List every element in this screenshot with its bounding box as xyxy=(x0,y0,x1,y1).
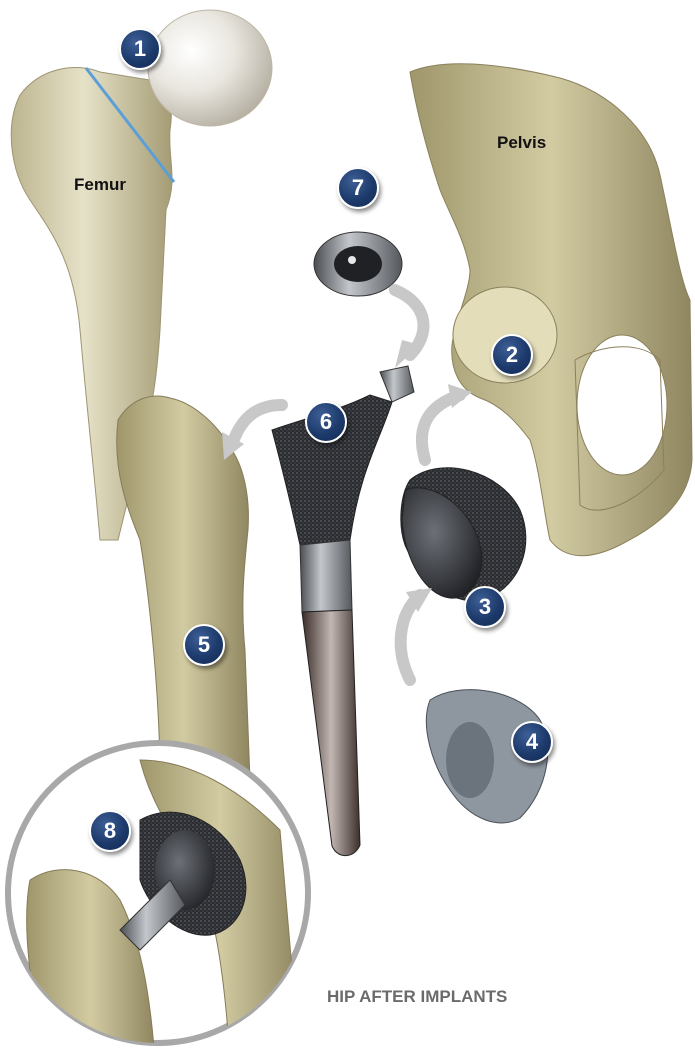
femur-label: Femur xyxy=(74,175,126,194)
obturator-foramen xyxy=(577,335,667,475)
femoral-stem xyxy=(272,366,414,856)
badge-5: 5 xyxy=(183,624,225,666)
caption: HIP AFTER IMPLANTS xyxy=(327,987,507,1006)
badge-6: 6 xyxy=(305,401,347,443)
femoral-head-implant xyxy=(314,232,402,296)
femoral-head xyxy=(148,10,272,126)
badge-4: 4 xyxy=(511,721,553,763)
badge-7: 7 xyxy=(337,167,379,209)
inset-after-implants xyxy=(8,743,308,1061)
badge-2: 2 xyxy=(491,334,533,376)
badge-8: 8 xyxy=(89,810,131,852)
acetabular-shell xyxy=(401,468,526,601)
badge-3: 3 xyxy=(464,586,506,628)
badge-1: 1 xyxy=(119,28,161,70)
pelvis-label: Pelvis xyxy=(497,133,546,152)
